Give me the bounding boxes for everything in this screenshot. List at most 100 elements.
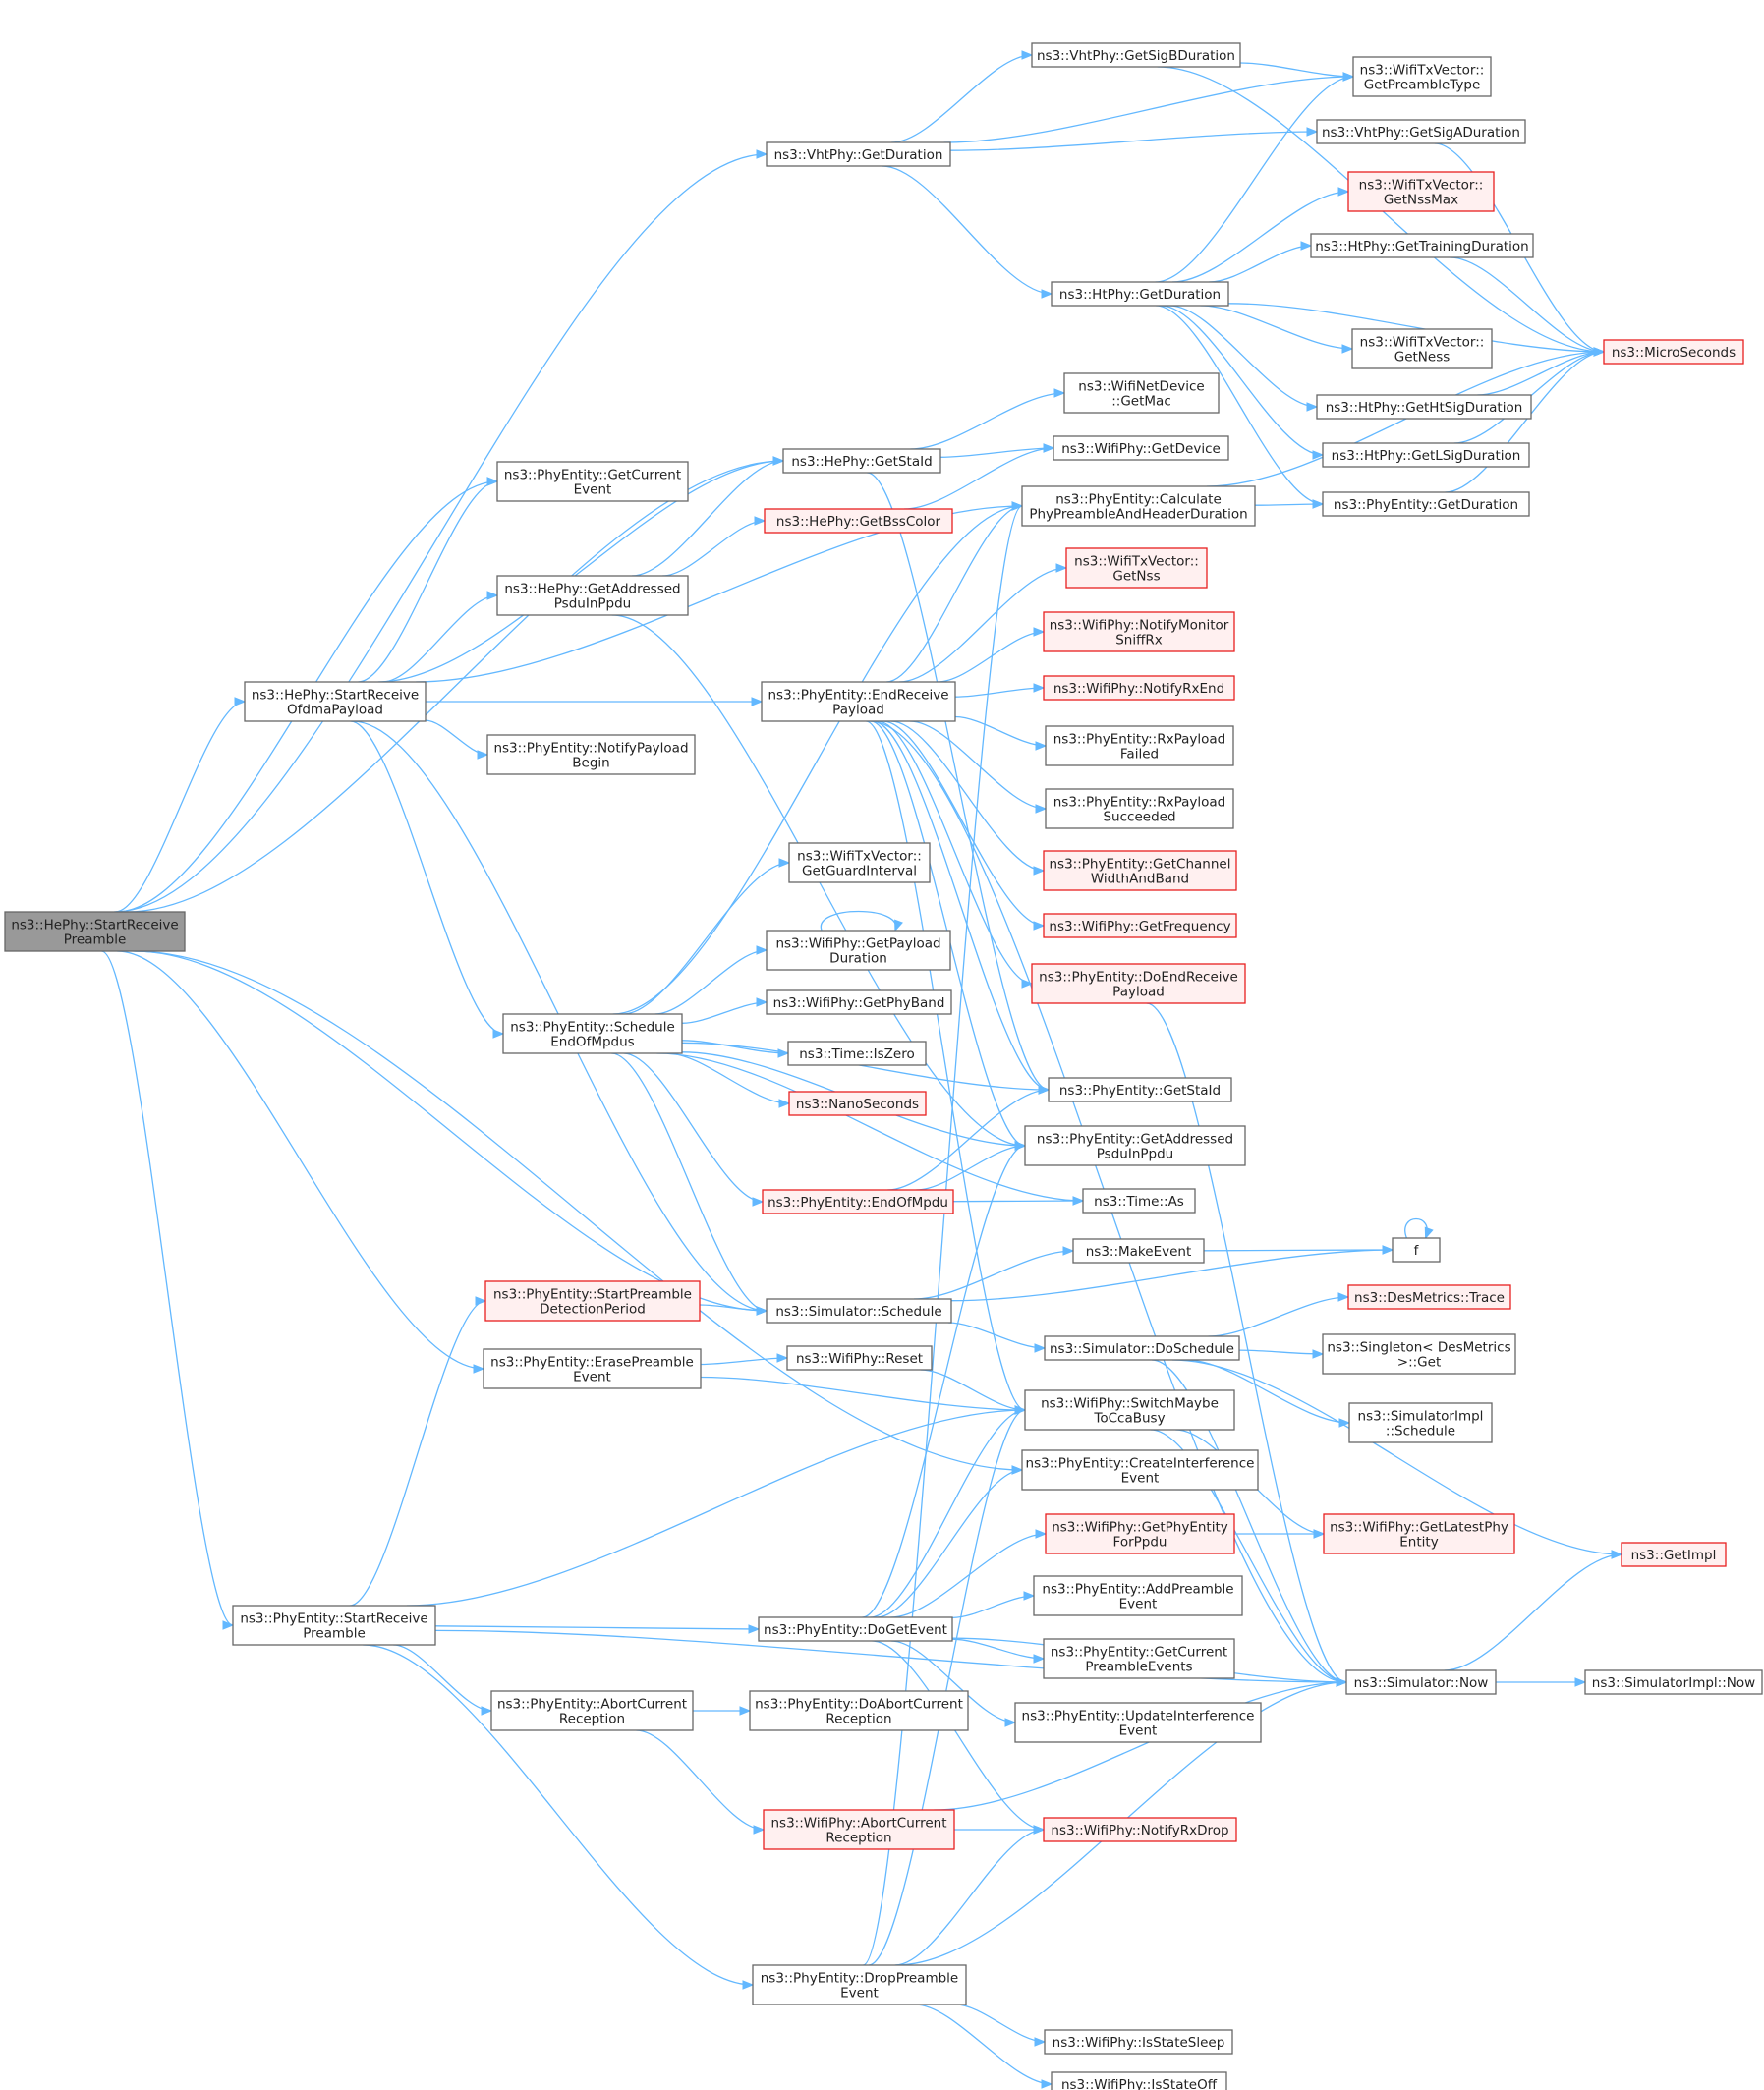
node-n44[interactable]: ns3::Simulator::Schedule — [766, 1298, 952, 1324]
node-n33[interactable]: ns3::WifiPhy::GetPhyBand — [766, 989, 952, 1015]
node-n9[interactable]: ns3::WifiTxVector::GetNess — [1351, 328, 1493, 369]
edge-arrowhead — [739, 1706, 752, 1716]
node-n40[interactable]: ns3::Time::As — [1082, 1188, 1196, 1214]
node-n68[interactable]: ns3::WifiPhy::IsStateSleep — [1044, 2029, 1233, 2055]
node-n39[interactable]: ns3::PhyEntity::EndOfMpdu — [762, 1189, 954, 1214]
node-label: ns3::PhyEntity::DoAbortCurrent — [755, 1697, 963, 1713]
node-n17[interactable]: ns3::PhyEntity::GetDuration — [1322, 491, 1530, 517]
node-label: ns3::VhtPhy::GetSigBDuration — [1037, 48, 1235, 64]
node-n47[interactable]: ns3::Singleton< DesMetrics>::Get — [1322, 1333, 1516, 1375]
node-n13[interactable]: ns3::WifiPhy::GetDevice — [1053, 435, 1229, 461]
edge-line — [951, 1638, 1045, 1660]
node-n69[interactable]: ns3::WifiPhy::IsStateOff — [1051, 2071, 1227, 2090]
edge-line — [894, 1829, 1045, 1966]
node-n66[interactable]: ns3::WifiPhy::NotifyRxDrop — [1043, 1817, 1237, 1842]
node-n8[interactable]: ns3::MicroSeconds — [1603, 339, 1744, 365]
node-label: ns3::PhyEntity::EndOfMpdu — [768, 1195, 948, 1211]
node-n61[interactable]: ns3::SimulatorImpl::Now — [1584, 1669, 1763, 1695]
node-n35[interactable]: ns3::Time::IsZero — [787, 1041, 927, 1066]
node-n24[interactable]: ns3::WifiPhy::NotifyRxEnd — [1043, 675, 1235, 701]
node-n16[interactable]: ns3::PhyEntity::CalculatePhyPreambleAndH… — [1021, 485, 1256, 527]
node-label: ns3::PhyEntity::NotifyPayload — [493, 741, 688, 757]
node-n42[interactable]: f — [1392, 1237, 1441, 1263]
node-n6[interactable]: ns3::HtPhy::GetTrainingDuration — [1310, 233, 1534, 258]
node-box — [1048, 1077, 1232, 1102]
node-n46[interactable]: ns3::Simulator::DoSchedule — [1044, 1335, 1240, 1361]
node-n14[interactable]: ns3::HtPhy::GetLSigDuration — [1322, 442, 1530, 468]
edge-line — [1200, 305, 1353, 350]
node-n20[interactable]: ns3::WifiTxVector::GetNss — [1065, 547, 1208, 589]
edge-arrowhead — [1033, 866, 1046, 876]
edge-line — [656, 1052, 1084, 1202]
edge-arrowhead — [475, 1296, 487, 1306]
node-n51[interactable]: ns3::SimulatorImpl::Schedule — [1348, 1402, 1493, 1443]
node-n41[interactable]: ns3::MakeEvent — [1072, 1238, 1205, 1264]
node-n43[interactable]: ns3::PhyEntity::StartPreambleDetectionPe… — [484, 1280, 701, 1322]
node-n12[interactable]: ns3::HePhy::GetStaId — [782, 448, 941, 474]
node-n11[interactable]: ns3::HtPhy::GetHtSigDuration — [1316, 394, 1532, 420]
node-n58[interactable]: ns3::PhyEntity::DoGetEvent — [758, 1616, 953, 1642]
edge-n23-n32 — [878, 720, 1034, 989]
node-n2[interactable]: ns3::VhtPhy::GetSigBDuration — [1031, 42, 1241, 68]
node-n30[interactable]: ns3::WifiPhy::GetFrequency — [1043, 913, 1237, 938]
node-n60[interactable]: ns3::Simulator::Now — [1345, 1669, 1497, 1695]
edge-arrowhead — [234, 697, 247, 706]
node-n3[interactable]: ns3::WifiTxVector::GetPreambleType — [1352, 56, 1492, 97]
edge-arrowhead — [1041, 289, 1053, 299]
node-n49[interactable]: ns3::WifiPhy::Reset — [786, 1345, 933, 1371]
edge-n46-n47 — [1238, 1349, 1325, 1359]
edge-line — [890, 720, 1045, 872]
node-n28[interactable]: ns3::WifiTxVector::GetGuardInterval — [788, 842, 931, 883]
node-n45[interactable]: ns3::DesMetrics::Trace — [1347, 1284, 1511, 1310]
edge-arrowhead — [486, 477, 499, 486]
edge-n17-n8 — [1445, 347, 1606, 493]
node-n18[interactable]: ns3::HePhy::GetBssColor — [764, 508, 953, 534]
edge-n58-n64 — [890, 1640, 1017, 1727]
node-n55[interactable]: ns3::GetImpl — [1621, 1542, 1727, 1567]
edge-line — [952, 1200, 1084, 1203]
node-n10[interactable]: ns3::WifiNetDevice::GetMac — [1063, 372, 1220, 414]
node-label: ns3::WifiPhy::NotifyRxDrop — [1051, 1823, 1228, 1838]
edge-arrowhead — [481, 1706, 493, 1716]
node-n5[interactable]: ns3::WifiTxVector::GetNssMax — [1347, 171, 1495, 212]
node-box — [766, 989, 952, 1015]
node-n4[interactable]: ns3::VhtPhy::GetSigADuration — [1316, 119, 1526, 144]
node-n37[interactable]: ns3::PhyEntity::GetStaId — [1048, 1077, 1232, 1102]
node-n7[interactable]: ns3::HtPhy::GetDuration — [1051, 281, 1229, 307]
node-label: ns3::WifiNetDevice — [1078, 379, 1204, 395]
node-label: PreambleEvents — [1085, 1660, 1192, 1675]
node-n36[interactable]: ns3::NanoSeconds — [788, 1091, 927, 1116]
node-label: Reception — [559, 1712, 625, 1727]
node-n1[interactable]: ns3::VhtPhy::GetDuration — [766, 141, 951, 167]
node-label: PsduInPpdu — [1097, 1147, 1173, 1162]
edge-n34-n33 — [681, 997, 768, 1024]
node-box — [764, 508, 953, 534]
